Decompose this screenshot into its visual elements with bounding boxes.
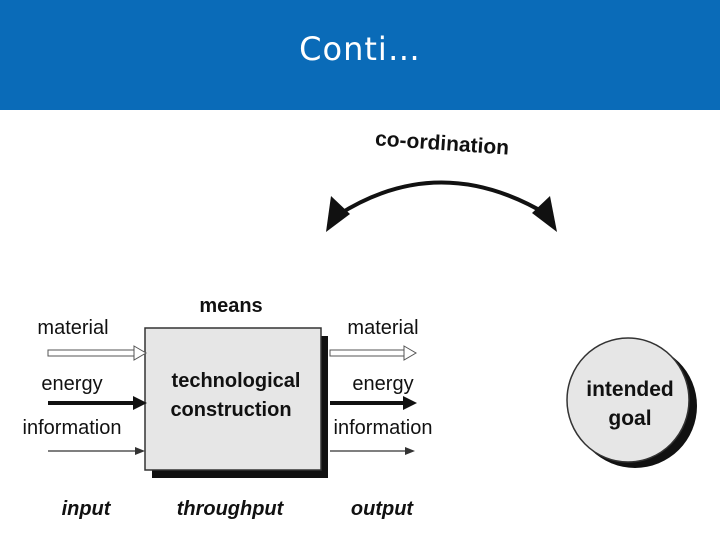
output-energy-arrow-head <box>403 396 417 410</box>
output-material-arrow-head <box>403 345 417 361</box>
technological-construction-box <box>144 327 322 471</box>
intended-goal-circle <box>566 337 690 463</box>
slide-header: Conti… <box>0 0 720 110</box>
stage-output-label: output <box>351 498 415 520</box>
input-material-label: material <box>37 317 108 339</box>
stage-throughput-label: throughput <box>177 498 285 520</box>
goal-label-line1: intended <box>586 378 674 401</box>
coordination-arrowhead-right <box>532 196 557 232</box>
slide-title: Conti… <box>299 30 421 68</box>
coordination-label: co-ordination <box>374 127 509 159</box>
input-material-arrow-head <box>133 345 147 361</box>
output-energy-label: energy <box>352 373 413 395</box>
input-information-label: information <box>23 417 122 439</box>
output-material-arrow-shaft <box>329 349 407 357</box>
means-label: means <box>199 295 262 317</box>
box-label-line2: construction <box>170 399 291 421</box>
coordination-arc <box>336 180 550 217</box>
output-information-label: information <box>334 417 433 439</box>
box-label-line1: technological <box>172 370 301 392</box>
input-material-arrow-shaft <box>47 349 137 357</box>
output-information-arrow-head <box>405 447 415 455</box>
input-energy-label: energy <box>41 373 102 395</box>
input-information-arrow-head <box>135 447 145 455</box>
input-energy-arrow-head <box>133 396 147 410</box>
output-material-label: material <box>347 317 418 339</box>
stage-input-label: input <box>62 498 112 520</box>
goal-label-line2: goal <box>608 407 651 430</box>
coordination-arrowhead-left <box>326 196 350 232</box>
